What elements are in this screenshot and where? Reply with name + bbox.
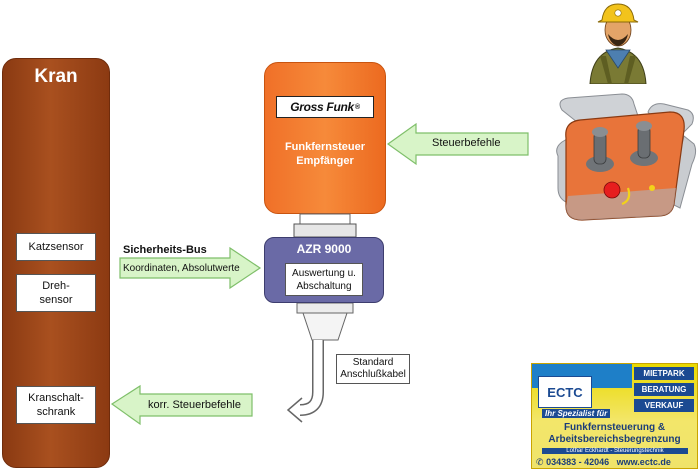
remote-control-icon [556, 93, 697, 221]
cable-label-line1: Standard [352, 357, 394, 368]
ad-tag-beratung: BERATUNG [634, 383, 694, 396]
gross-funk-logo: Gross Funk ® [276, 96, 374, 118]
azr-function-line1: Auswertung u. [292, 267, 356, 279]
azr-function-line2: Abschaltung [296, 280, 352, 292]
ad-tags: MIETPARK BERATUNG VERKAUF [634, 367, 694, 412]
receiver-label-line2: Empfänger [296, 155, 354, 167]
gross-funk-logo-mark: ® [354, 103, 360, 111]
drehsensor-box: Dreh- sensor [16, 274, 96, 312]
ectc-advertisement[interactable]: ECTC MIETPARK BERATUNG VERKAUF Ihr Spezi… [531, 363, 698, 469]
steuerbefehle-arrow [386, 122, 529, 166]
katzsensor-label: Katzsensor [28, 241, 84, 253]
upper-connector [299, 213, 351, 225]
phone-icon: ✆ [536, 457, 544, 467]
sicherheits-bus-arrow [119, 246, 262, 290]
ad-service-line1: Funkfernsteuerung & [563, 422, 666, 433]
cable-label-box: Standard Anschlußkabel [336, 354, 410, 384]
drehsensor-line2: sensor [39, 294, 73, 306]
kranschaltschrank-line2: schrank [36, 406, 76, 418]
ad-contact: ✆ 034383 - 42046 www.ectc.de [536, 457, 671, 468]
crane-operator-icon [589, 3, 647, 84]
kran-title: Kran [34, 66, 78, 87]
upper-connector-plate [293, 223, 357, 238]
ad-slogan: Ihr Spezialist für [542, 409, 611, 418]
ad-web: www.ectc.de [616, 457, 671, 467]
ad-phone: 034383 - 42046 [546, 457, 610, 467]
receiver-box [264, 62, 386, 214]
drehsensor-line1: Dreh- [42, 280, 70, 292]
azr-function-box: Auswertung u. Abschaltung [285, 263, 363, 296]
azr-title: AZR 9000 [296, 242, 352, 256]
ad-service-text: Funkfernsteuerung & Arbeitsbereichsbegre… [532, 422, 697, 446]
ectc-logo: ECTC [538, 376, 592, 408]
steuerbefehle-label: Steuerbefehle [432, 137, 501, 149]
plug-cone [302, 312, 348, 341]
cable-arrowhead [286, 397, 303, 423]
kranschaltschrank-line1: Kranschalt- [28, 392, 84, 404]
ad-tag-mietpark: MIETPARK [634, 367, 694, 380]
ad-tag-verkauf: VERKAUF [634, 399, 694, 412]
katzsensor-box: Katzsensor [16, 233, 96, 261]
cable-inner [299, 340, 323, 415]
lower-connector-plate [296, 302, 354, 314]
ad-person: Lothar Eckhardt - Steuerungstechnik [542, 448, 688, 454]
sicherheits-bus-title: Sicherheits-Bus [123, 244, 207, 256]
sicherheits-bus-text: Koordinaten, Absolutwerte [123, 263, 240, 274]
ad-service-line2: Arbeitsbereichsbegrenzung [548, 434, 681, 445]
cable-label-line2: Anschlußkabel [340, 369, 406, 380]
korr-steuerbefehle-arrow [110, 384, 253, 426]
ectc-logo-text: ECTC [547, 384, 583, 400]
receiver-label-line1: Funkfernsteuer [284, 141, 366, 153]
korr-steuerbefehle-label: korr. Steuerbefehle [148, 399, 241, 411]
gross-funk-logo-text: Gross Funk [290, 100, 354, 114]
kranschaltschrank-box: Kranschalt- schrank [16, 386, 96, 424]
receiver-label: Funkfernsteuer Empfänger [264, 140, 386, 168]
